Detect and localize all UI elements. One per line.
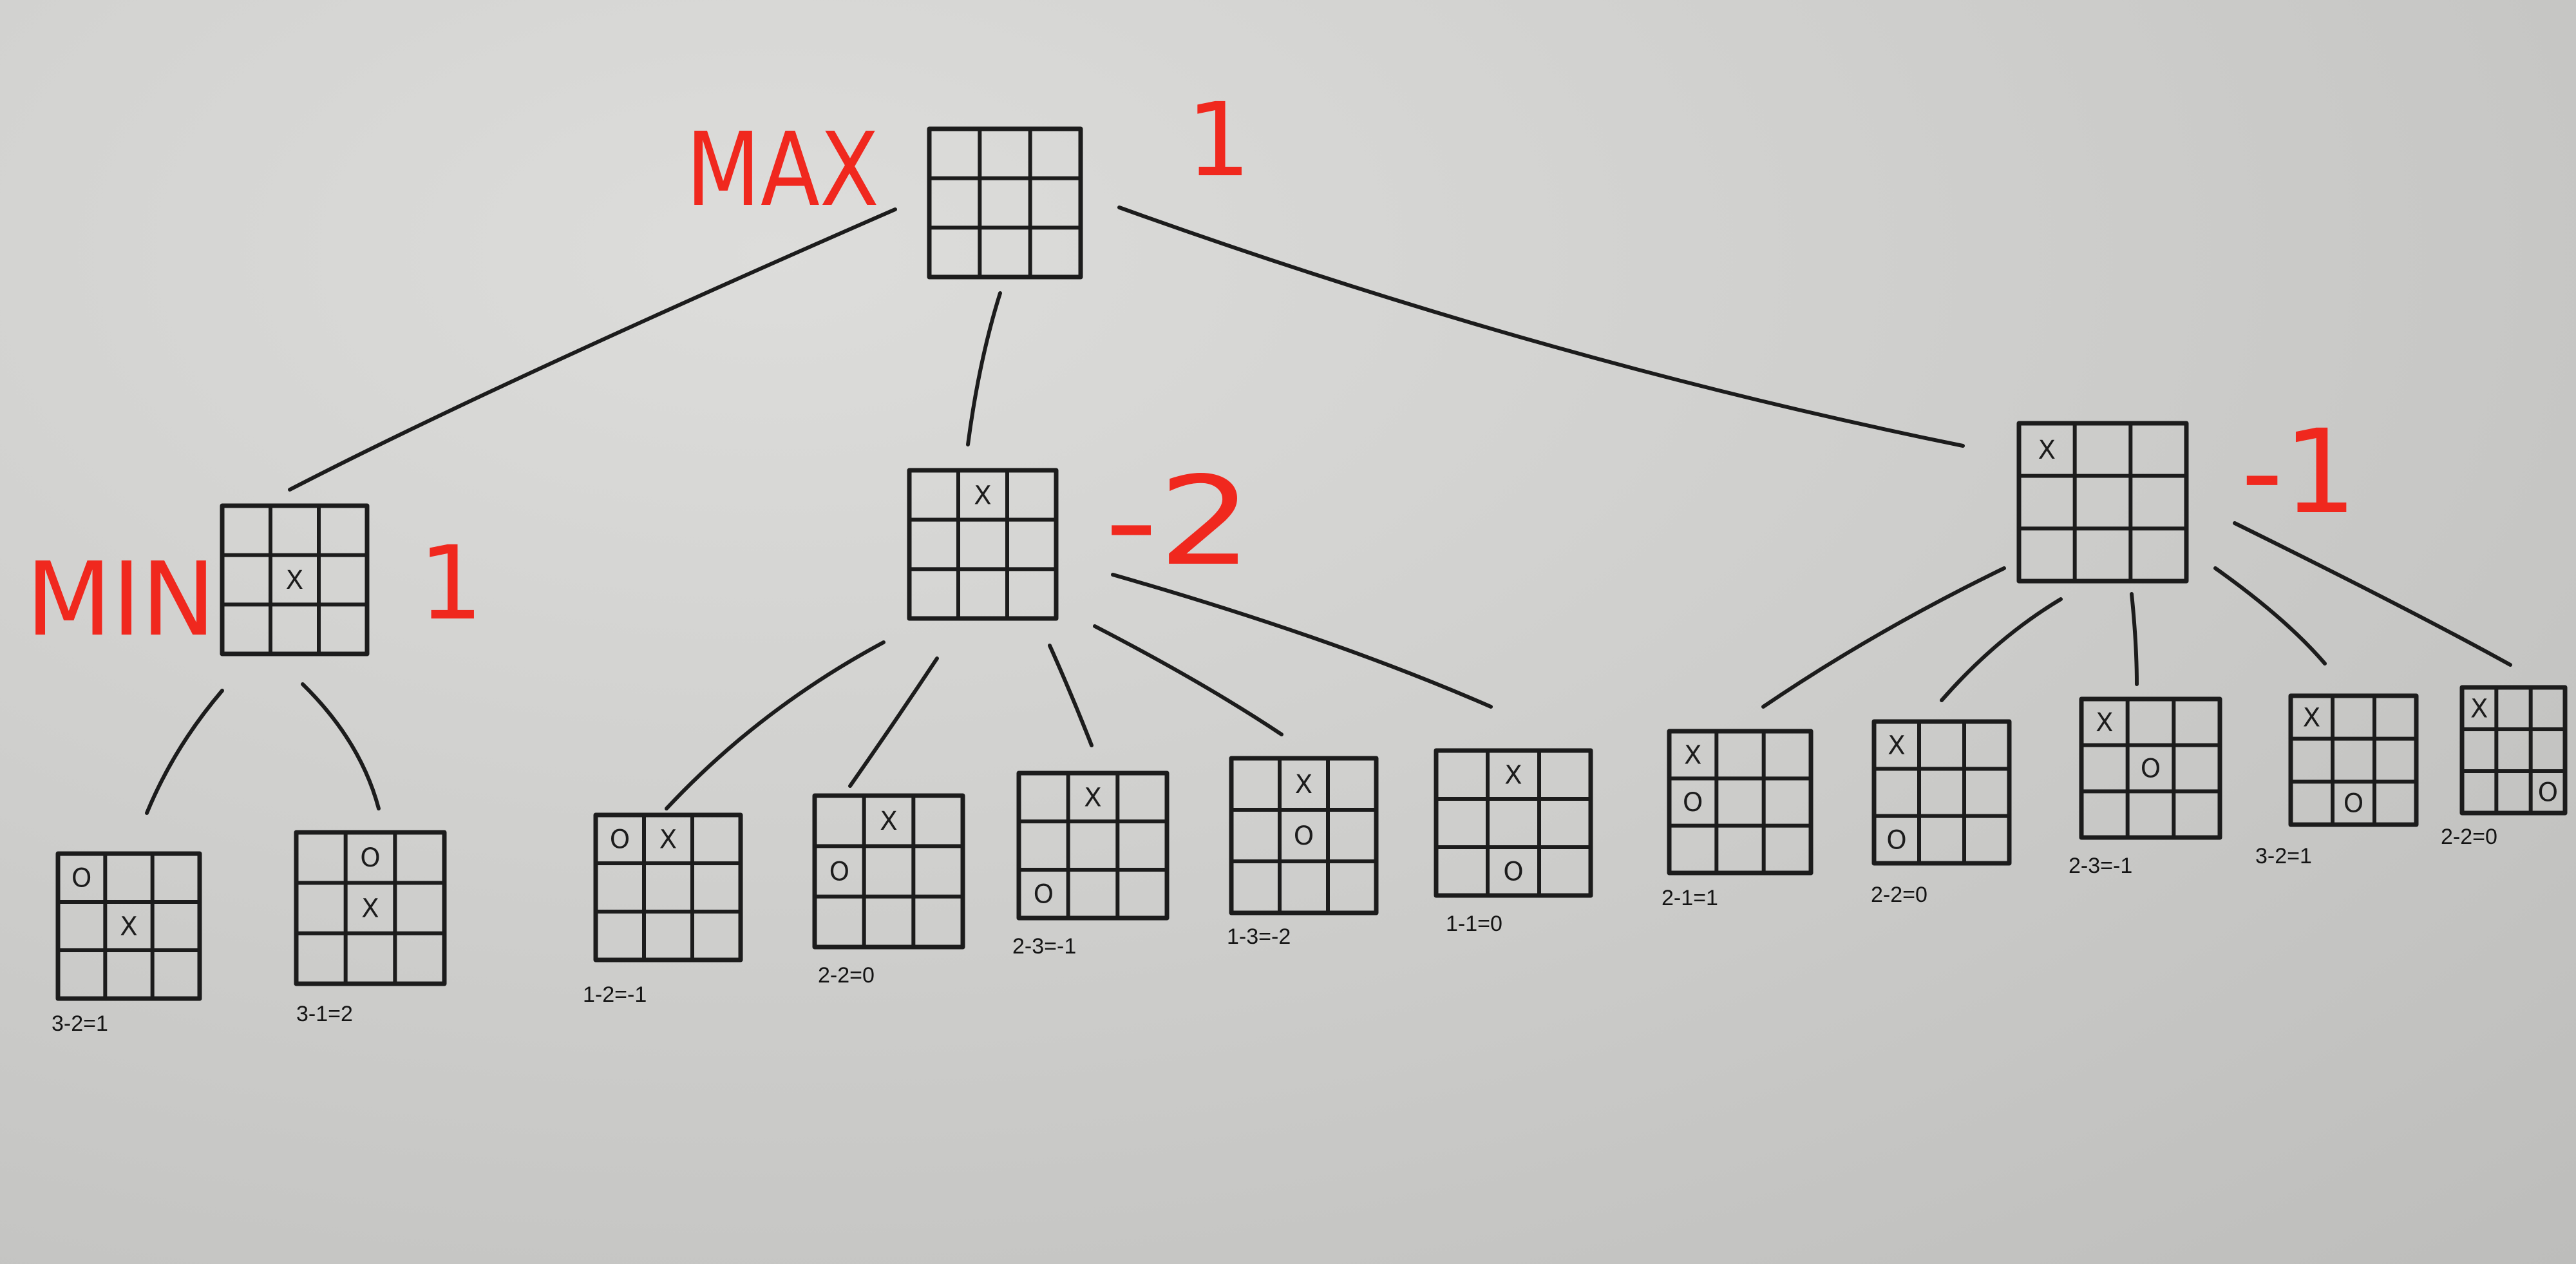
leaf-score-label: 2-1=1 <box>1662 886 1718 910</box>
leaf-board-11: X O 3-2=1 <box>2255 693 2419 868</box>
o-mark: O <box>360 843 380 873</box>
o-mark: O <box>1886 825 1906 855</box>
tree-edges <box>145 206 2512 815</box>
edge-middle-leaf4 <box>848 656 939 788</box>
board-frame <box>1434 748 1593 898</box>
o-mark: O <box>1294 821 1314 851</box>
leaf-board-7: X O 1-1=0 <box>1434 748 1593 936</box>
edge-right-leaf9 <box>1940 597 2063 702</box>
leaf-board-9: X O 2-2=0 <box>1871 719 2012 907</box>
o-mark: O <box>1034 880 1054 910</box>
board-frame <box>2016 421 2189 584</box>
board-frame <box>907 468 1059 621</box>
o-mark: O <box>71 864 91 894</box>
o-mark: O <box>610 825 630 855</box>
board-frame <box>2288 693 2419 827</box>
leaf-board-1: OX 3-2=1 <box>52 851 202 1036</box>
max-label: MAX <box>686 111 879 229</box>
edge-left-leaf2 <box>301 682 381 810</box>
x-mark: X <box>1888 731 1905 761</box>
x-mark: X <box>1504 761 1522 790</box>
leaf-score-label: 3-2=1 <box>52 1011 108 1036</box>
leaf-score-label: 1-2=-1 <box>583 982 647 1007</box>
edge-root-right <box>1117 206 1965 448</box>
x-mark: X <box>880 807 897 836</box>
x-mark: X <box>2038 436 2056 465</box>
board-frame <box>1229 756 1379 915</box>
edge-right-leaf12 <box>2233 521 2512 667</box>
o-mark: O <box>829 857 849 887</box>
leaf-score-label: 1-1=0 <box>1446 912 1502 936</box>
leaf-board-8: XO 2-1=1 <box>1662 729 1814 910</box>
leaf-board-6: XO 1-3=-2 <box>1227 756 1379 949</box>
o-mark: O <box>1503 857 1523 887</box>
middle-board: X <box>907 468 1059 621</box>
x-mark: X <box>1084 783 1101 813</box>
annotations: MAX 1 MIN 1 -2 -1 <box>26 81 2357 659</box>
leaf-board-4: X O 2-2=0 <box>812 793 965 988</box>
board-frame <box>593 812 743 962</box>
leaf-score-label: 2-2=0 <box>2441 825 2497 849</box>
x-mark: X <box>1295 770 1312 800</box>
edge-middle-leaf7 <box>1111 573 1493 709</box>
x-mark: X <box>2096 708 2113 738</box>
leaf-score-label: 3-2=1 <box>2255 844 2312 868</box>
o-mark: O <box>2538 778 2558 808</box>
board-frame <box>294 830 447 986</box>
board-frame <box>812 793 965 950</box>
leaf-score-label: 2-2=0 <box>818 963 875 988</box>
x-mark: X <box>2303 703 2320 733</box>
board-frame <box>220 503 370 656</box>
edge-right-leaf8 <box>1761 566 2006 709</box>
x-mark: X <box>1684 741 1701 771</box>
board-frame <box>55 851 202 1001</box>
middle-value: -2 <box>1104 450 1253 593</box>
leaf-board-2: OX 3-1=2 <box>294 830 447 1026</box>
right-value: -1 <box>2241 405 2357 540</box>
left-value: 1 <box>419 524 484 643</box>
left-board: X <box>220 503 370 656</box>
o-mark: O <box>2344 789 2363 819</box>
leaf-score-label: 1-3=-2 <box>1227 924 1291 949</box>
x-mark: X <box>974 481 991 510</box>
edge-right-leaf10 <box>2130 592 2139 686</box>
board-frame <box>1016 771 1170 921</box>
x-mark: X <box>361 894 379 924</box>
edge-root-middle <box>966 291 1002 446</box>
right-board: X <box>2016 421 2189 584</box>
o-mark: O <box>1683 788 1703 818</box>
edge-right-leaf11 <box>2213 566 2327 666</box>
board-frame <box>927 126 1083 280</box>
min-label: MIN <box>26 541 216 659</box>
x-mark: X <box>659 825 677 855</box>
board-frame <box>2079 696 2222 840</box>
leaf-score-label: 3-1=2 <box>296 1002 353 1026</box>
board-frame <box>2459 685 2568 816</box>
o-mark: O <box>2141 754 2161 784</box>
x-mark: X <box>120 912 137 942</box>
leaf-board-10: XO 2-3=-1 <box>2069 696 2222 878</box>
board-frame <box>1871 719 2012 866</box>
leaf-score-label: 2-3=-1 <box>2069 854 2132 878</box>
edge-root-left <box>288 207 897 492</box>
leaf-score-label: 2-3=-1 <box>1012 934 1076 959</box>
leaf-board-12: X O 2-2=0 <box>2441 685 2568 849</box>
leaf-score-label: 2-2=0 <box>1871 883 1927 907</box>
leaf-board-5: X O 2-3=-1 <box>1012 771 1170 959</box>
root-board <box>927 126 1083 280</box>
edge-left-leaf1 <box>145 689 224 815</box>
edge-middle-leaf5 <box>1048 644 1094 747</box>
root-value: 1 <box>1186 81 1251 200</box>
x-mark: X <box>286 566 303 595</box>
x-mark: X <box>2470 694 2488 724</box>
edge-middle-leaf6 <box>1093 624 1283 736</box>
edge-middle-leaf3 <box>665 640 886 810</box>
board-frame <box>1667 729 1814 876</box>
